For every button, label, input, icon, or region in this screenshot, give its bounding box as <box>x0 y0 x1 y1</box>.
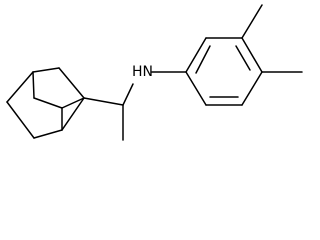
bond-adamantyl-ch <box>83 97 124 106</box>
bond <box>6 71 34 103</box>
bond <box>6 101 35 139</box>
nh-label: HN <box>132 64 153 80</box>
ring-bond <box>241 37 263 73</box>
ring-bond <box>185 37 207 73</box>
adamantyl-group <box>6 67 85 139</box>
bond <box>33 97 63 109</box>
bond <box>61 97 85 109</box>
ring-bond <box>185 71 207 106</box>
bond <box>61 97 85 131</box>
bond <box>32 67 60 73</box>
bond-ch-nh <box>122 83 134 106</box>
dimethylphenyl-ring <box>185 37 263 106</box>
bond <box>32 71 35 99</box>
ring-double-bond <box>195 45 211 74</box>
methyl-bond-meta <box>241 4 263 39</box>
bond <box>33 129 63 139</box>
bond <box>58 67 85 99</box>
chemical-structure: HN <box>6 4 303 141</box>
ring-bond <box>241 71 263 106</box>
ring-double-bond <box>235 45 251 71</box>
